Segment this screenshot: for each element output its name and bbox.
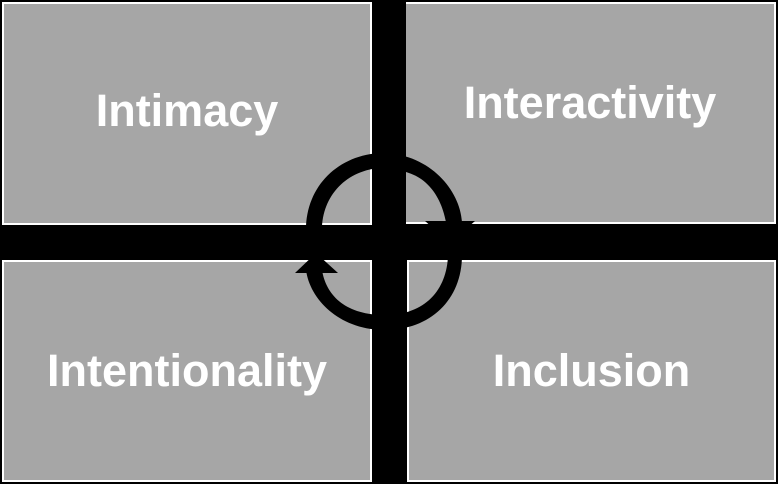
quadrant-label: Interactivity [463,77,717,128]
quadrant-top-left: Intimacy [2,2,372,225]
quadrant-top-right: Interactivity [404,2,776,224]
quadrant-label: Inclusion [492,345,691,396]
quadrant-label: Intentionality [47,345,327,396]
quadrant-bottom-left: Intentionality [2,260,372,482]
quadrant-bottom-right: Inclusion [407,260,776,482]
quadrant-label: Intimacy [95,84,279,136]
